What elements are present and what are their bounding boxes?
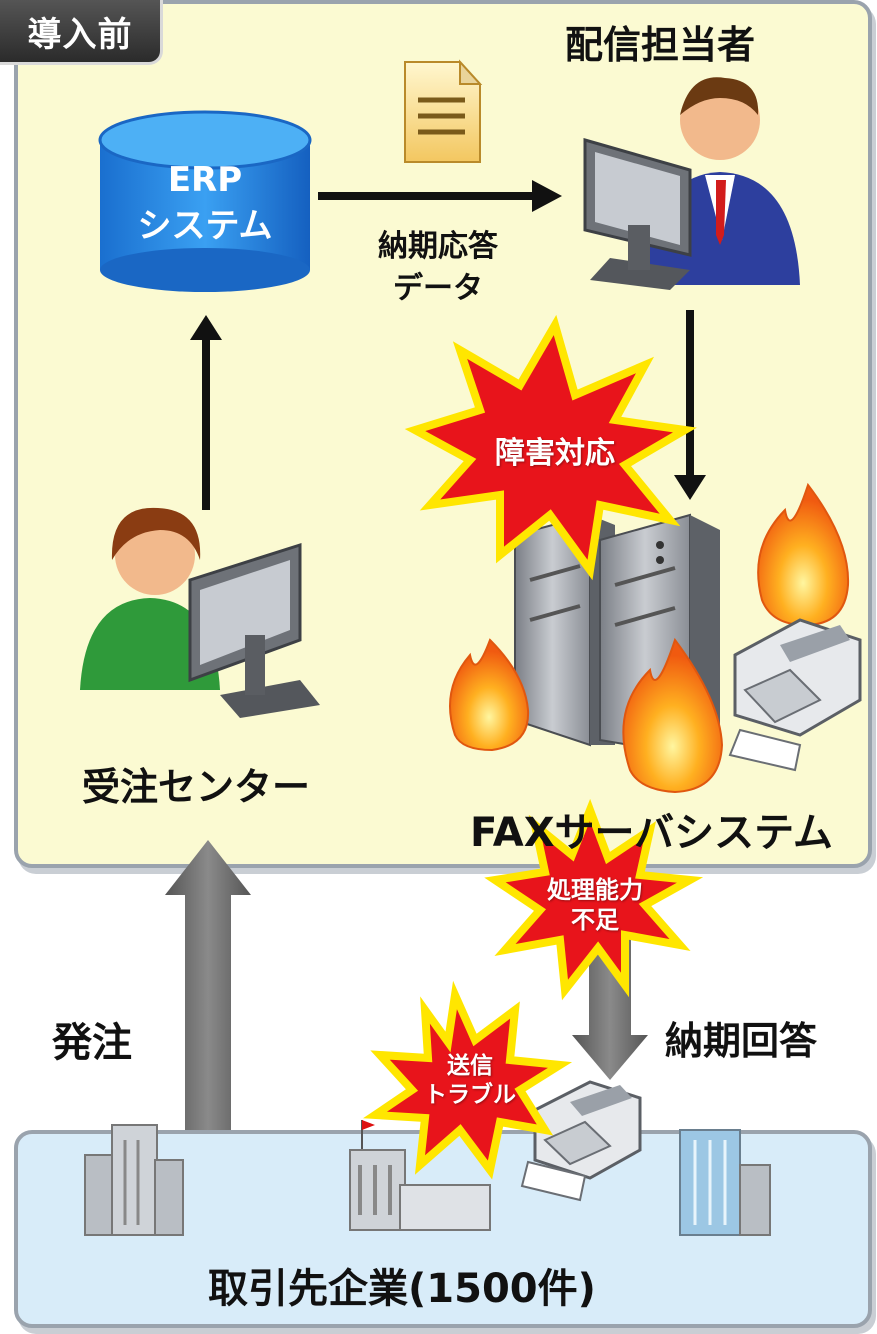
order-up-arrow [165,840,251,1130]
data-label-line2: データ [393,271,483,306]
erp-database-icon [98,110,312,292]
capacity-shortage-burst-icon [484,798,704,1001]
glass-tower-icon [679,1129,771,1236]
send-label-line1: 送信 [447,1053,493,1079]
delivery-monitor-icon [583,138,692,290]
document-icon [404,59,483,163]
order-center-label: 受注センター [82,765,311,809]
erp-label-line1: ERP [167,160,243,200]
delivery-person-label: 配信担当者 [565,23,756,67]
order-center-person-icon [80,507,220,690]
send-label-line2: トラブル [424,1081,516,1108]
capacity-label-line1: 処理能力 [547,876,643,904]
order-to-erp-arrow [190,315,222,510]
fire-icon [622,637,724,794]
data-label-line1: 納期応答 [378,229,498,264]
order-label: 発注 [52,1020,132,1066]
delivery-data-label: 納期応答 データ [358,226,518,310]
factory-building-icon [349,1120,491,1231]
capacity-label-line2: 不足 [571,906,619,934]
office-building-icon [84,1124,184,1236]
trouble-response-burst-icon [404,314,697,581]
stage-tab: 導入前 [0,0,163,65]
delivery-reply-label: 納期回答 [665,1019,818,1063]
fire-icon [757,482,850,627]
fax-machine-icon [728,618,862,772]
erp-system-label: ERP システム [100,157,310,249]
capacity-shortage-label: 処理能力 不足 [520,875,670,935]
partner-companies-label: 取引先企業(1500件) [208,1266,596,1312]
delivery-to-fax-arrow [674,310,706,500]
order-center-monitor-icon [188,542,320,718]
fax-machine-icon [520,1080,642,1202]
trouble-response-label: 障害対応 [495,436,615,471]
fire-icon [449,638,530,752]
fax-server-system-label: FAXサーバシステム [470,810,833,856]
data-flow-arrow [318,180,562,212]
erp-label-line2: システム [137,206,273,246]
send-trouble-label: 送信 トラブル [405,1052,535,1110]
send-trouble-burst-icon [362,980,573,1180]
